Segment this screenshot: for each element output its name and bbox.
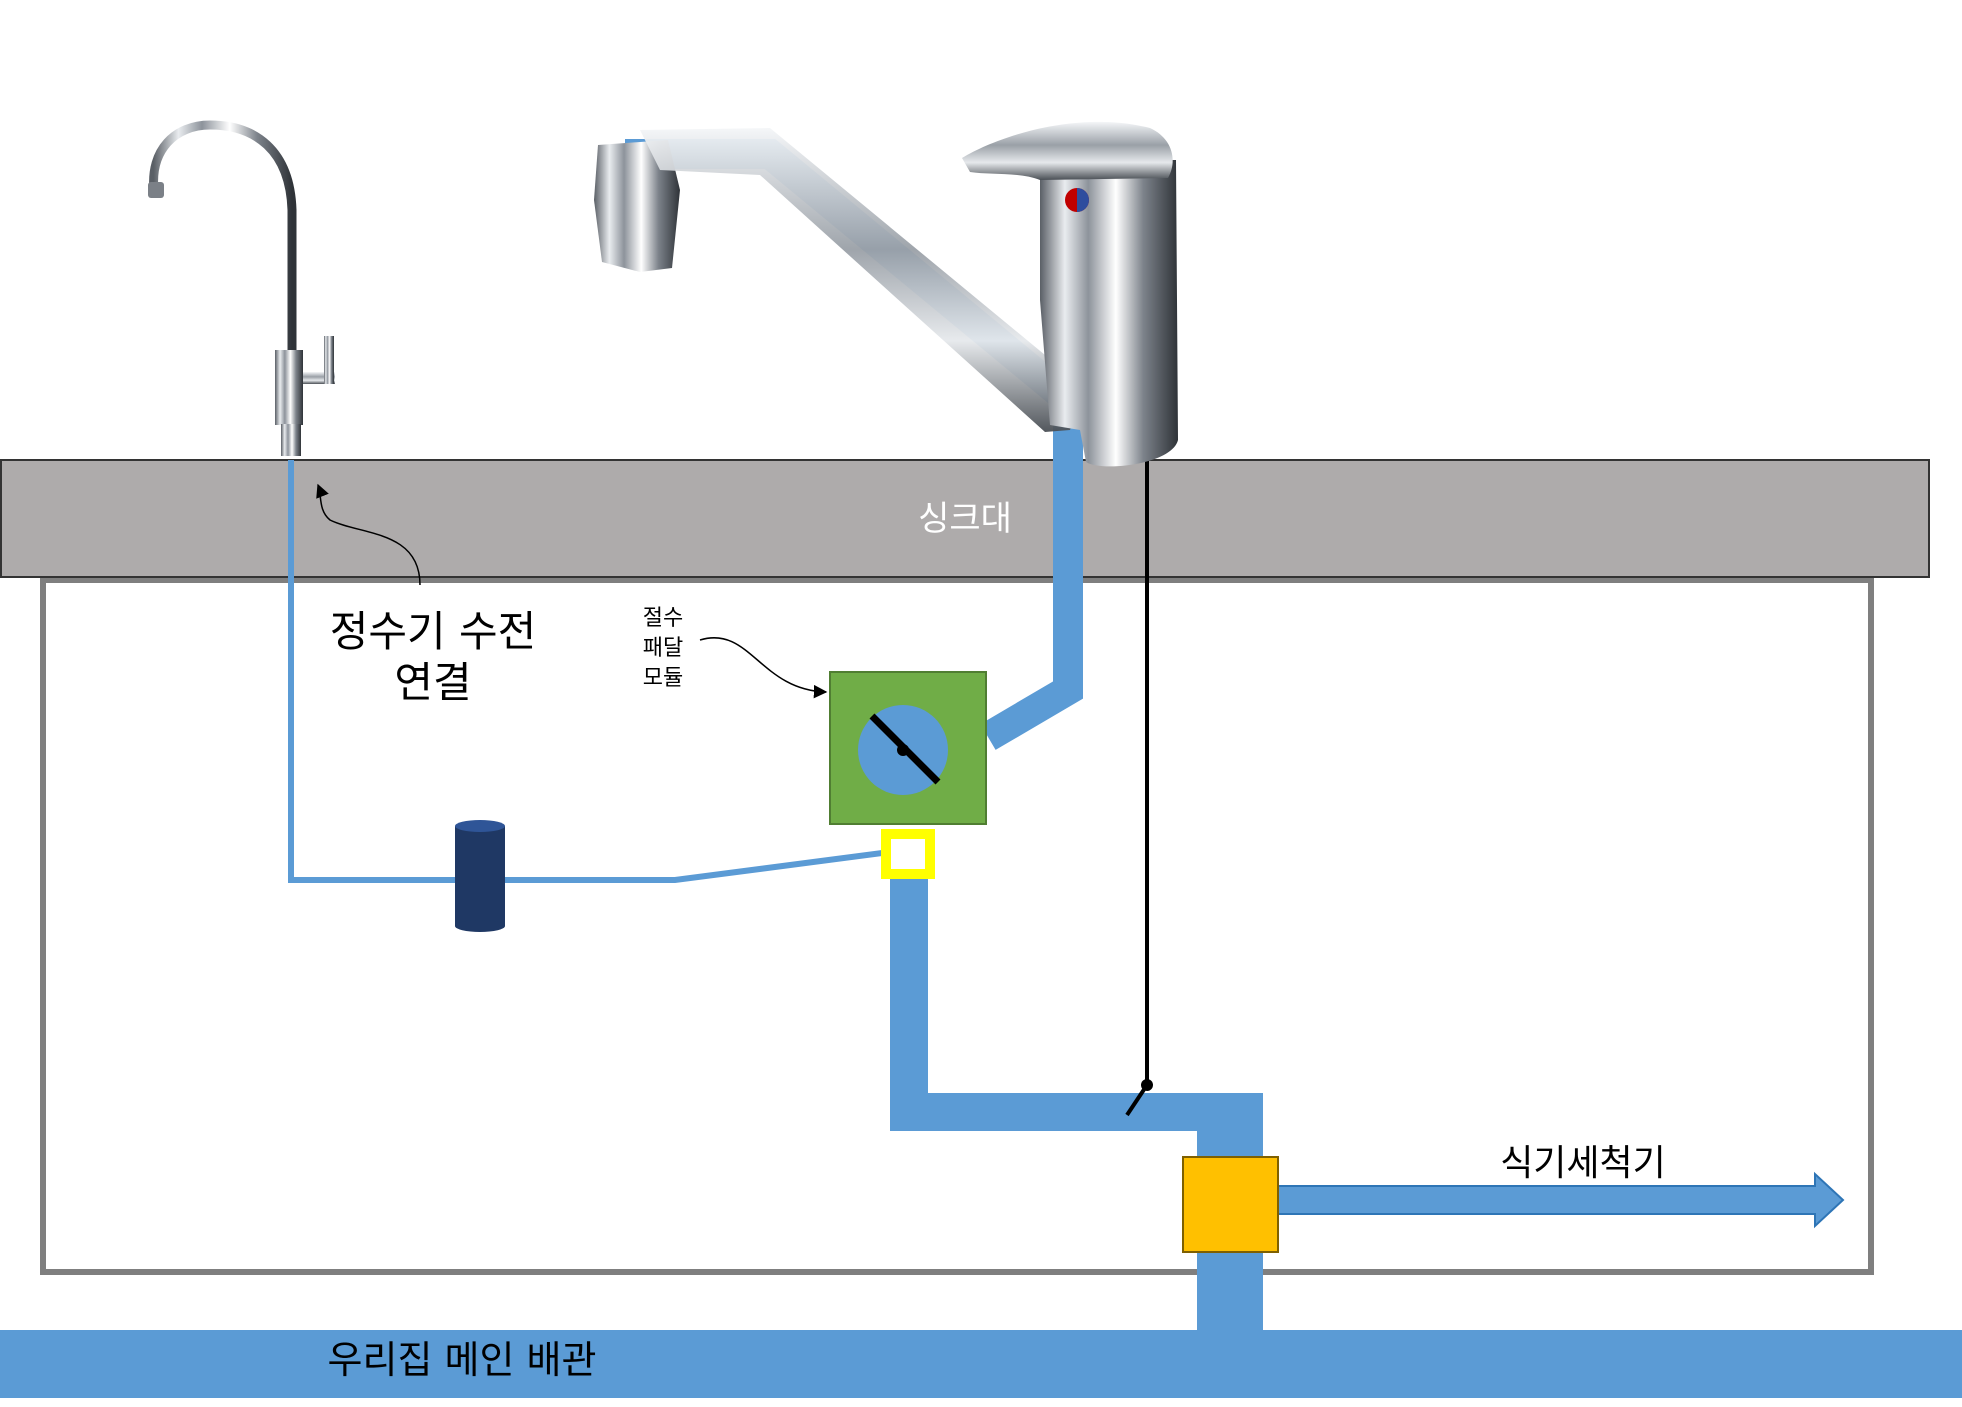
- main-pipe-label: 우리집 메인 배관: [328, 1338, 597, 1382]
- single-lever-mixer-faucet-icon: [594, 121, 1178, 467]
- water-saving-module: [829, 671, 987, 825]
- module-label-arrow: [699, 637, 828, 699]
- purifier-label-line1: 정수기 수전: [330, 607, 537, 656]
- cabinet-outline: [40, 577, 1874, 1275]
- filter: [455, 820, 505, 932]
- dishwasher-label: 식기세척기: [1500, 1143, 1666, 1184]
- sink-label: 싱크대: [918, 499, 1012, 539]
- countertop: [0, 459, 1930, 578]
- module-label-line3: 모듈: [643, 666, 683, 691]
- pedal-lever: [1125, 1083, 1149, 1117]
- supply-horizontal-pipe: [890, 1093, 1263, 1131]
- purifier-label-line2: 연결: [394, 658, 471, 707]
- riser-pipe-lower: [1197, 1245, 1263, 1332]
- purifier-label-arrow: [316, 483, 421, 586]
- module-label-line1: 절수: [643, 606, 683, 631]
- tee-connector: [881, 829, 935, 879]
- module-label-line2: 패달: [643, 636, 683, 661]
- supply-vertical-pipe: [890, 870, 928, 1131]
- main-pipe: [0, 1330, 1962, 1398]
- dishwasher-branch-arrow: [1274, 1171, 1845, 1229]
- dishwasher-valve: [1182, 1156, 1279, 1253]
- gooseneck-faucet-icon: [148, 120, 335, 456]
